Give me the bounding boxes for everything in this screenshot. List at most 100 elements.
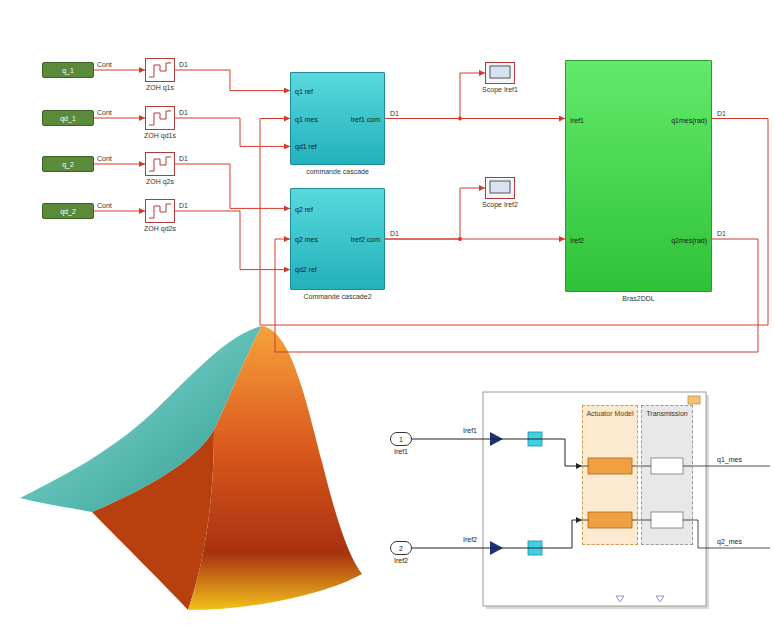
goto-tag: Iref2 (462, 535, 478, 544)
block-name: ZOH qd2s (144, 224, 176, 233)
signal-line (175, 118, 290, 146)
goto-tag: Iref1 (462, 426, 478, 435)
ground-mark (656, 596, 664, 602)
block-name: Commande cascade2 (303, 292, 371, 301)
wire (683, 466, 770, 467)
label-slot: Iref1 (462, 426, 478, 435)
inport-block: 1Iref1 (390, 432, 412, 446)
zoh-block: ZOH q2s (145, 152, 175, 176)
frame-icon (688, 396, 700, 404)
zoh-block: ZOH qd2s (145, 199, 175, 223)
text-slot: Iref2 com (351, 235, 380, 244)
text-slot: q_1 (62, 66, 74, 75)
label-slot: Iref2 (462, 535, 478, 544)
constant-block: qd_1 (42, 110, 94, 126)
block-name: ZOH q1s (146, 83, 174, 92)
text-slot: Iref2 (394, 556, 408, 565)
port-type-label: D1 (389, 109, 400, 118)
port-type-label: D1 (716, 229, 727, 238)
scope-symbol (485, 177, 515, 199)
signal-name: q2_mes (716, 537, 743, 546)
signal-line (94, 164, 145, 165)
block-value: qd_2 (60, 207, 76, 216)
block-name: commande cascade (306, 167, 369, 176)
text-slot: Transmission (646, 409, 687, 418)
label-slot: D1 (389, 109, 400, 118)
motor-block (588, 458, 632, 474)
text-slot: commande cascade (306, 167, 369, 176)
port-label: q1mes(rad) (671, 115, 707, 124)
label-slot: D1 (716, 229, 727, 238)
text-slot: Scope Iref2 (482, 200, 518, 209)
label-slot: Cont (96, 201, 113, 210)
controller-block: q2 refq2 mesqd2 refIref2 comCommande cas… (290, 188, 385, 290)
transmission-region (641, 405, 693, 545)
signal-line (94, 211, 145, 212)
port-type-label: D1 (178, 60, 189, 69)
text-slot: q2mes(rad) (671, 236, 707, 245)
scope-block: Scope Iref2 (485, 177, 515, 199)
block-value: q_2 (62, 160, 74, 169)
plant-block: Iref1Iref2q1mes(rad)q2mes(rad)Bras2DDL (565, 60, 712, 292)
signal-line (412, 439, 582, 466)
port-type-label: Cont (96, 201, 113, 210)
port-type-label: D1 (178, 154, 189, 163)
zoh-step (149, 63, 171, 77)
signal-line (385, 73, 485, 119)
block-name: Bras2DDL (622, 294, 654, 303)
port-label: q1 mes (295, 114, 318, 123)
wire (683, 520, 770, 548)
port-label: qd2 ref (295, 265, 317, 274)
text-slot: q1 mes (295, 114, 318, 123)
signal-name: q1_mes (716, 455, 743, 464)
block-value: q_1 (62, 66, 74, 75)
text-slot: qd1 ref (295, 141, 317, 150)
text-slot: Actuator Model (586, 409, 633, 418)
scope-block: Scope Iref1 (485, 62, 515, 84)
inset-wires (582, 466, 770, 548)
label-slot: D1 (178, 201, 189, 210)
label-slot: D1 (716, 109, 727, 118)
text-slot: qd2 ref (295, 265, 317, 274)
logo-peak (188, 326, 362, 610)
port-label: Iref1 com (351, 114, 380, 123)
text-slot: ZOH qd2s (144, 224, 176, 233)
port-type-label: D1 (389, 229, 400, 238)
text-slot: 2 (399, 544, 403, 553)
text-slot: q1mes(rad) (671, 115, 707, 124)
block-name: Scope Iref2 (482, 200, 518, 209)
zoh-body (145, 199, 175, 223)
port-type-label: Cont (96, 108, 113, 117)
port-label: Iref1 (570, 115, 584, 124)
label-slot: D1 (178, 108, 189, 117)
port-label: qd1 ref (295, 141, 317, 150)
text-slot: q1 ref (295, 87, 313, 96)
text-slot: qd_1 (60, 114, 76, 123)
label-slot: D1 (178, 154, 189, 163)
motor-block (588, 512, 632, 528)
zoh-step (149, 204, 171, 218)
zoh-symbol (145, 106, 175, 130)
zoh-symbol (145, 152, 175, 176)
port-name: Iref2 (394, 556, 408, 565)
zoh-step (149, 111, 171, 125)
inset-frame (483, 392, 706, 606)
port-label: q2 ref (295, 205, 313, 214)
gear-block (651, 458, 683, 474)
port-type-label: Cont (96, 154, 113, 163)
port-name: Iref1 (394, 447, 408, 456)
port-number: 1 (399, 435, 403, 444)
block-name: ZOH qd1s (144, 131, 176, 140)
text-slot: ZOH q1s (146, 83, 174, 92)
signal-line (385, 188, 485, 239)
port-number: 2 (399, 544, 403, 553)
label-slot: Cont (96, 60, 113, 69)
zoh-step (149, 157, 171, 171)
constant-block: qd_2 (42, 203, 94, 219)
zoh-symbol (145, 199, 175, 223)
port-type-label: Cont (96, 60, 113, 69)
signal-line (175, 211, 290, 270)
scope-body (485, 62, 515, 84)
text-slot: qd_2 (60, 207, 76, 216)
signal-line (175, 164, 290, 208)
